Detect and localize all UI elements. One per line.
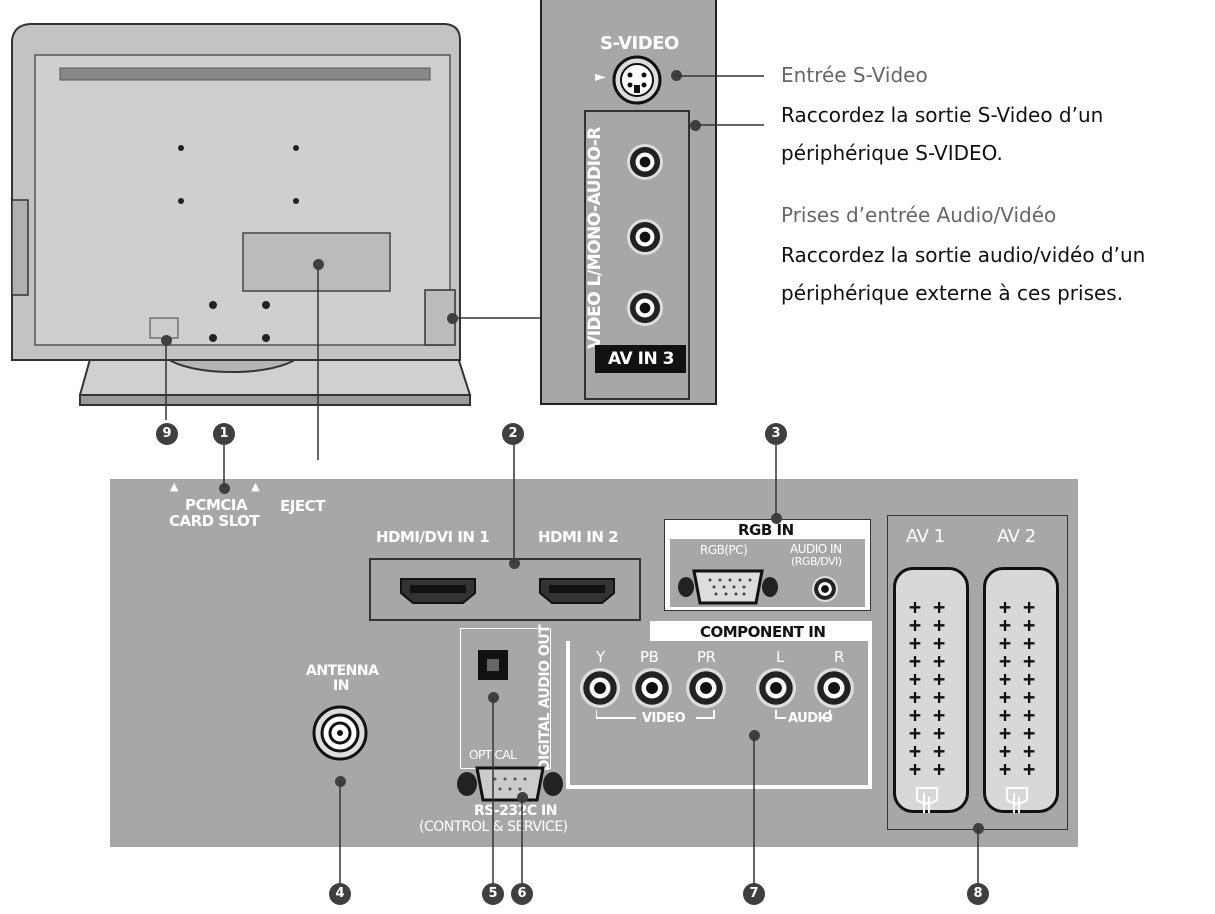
av1-scart-icon	[916, 787, 938, 813]
component-left-cover	[566, 621, 650, 641]
av2-scart-port[interactable]: + + + + + + + + + + + + + + + + + + + +	[983, 567, 1059, 813]
callout-3: 3	[765, 423, 787, 445]
av2-label: AV 2	[997, 526, 1036, 547]
card-slot-label: CARD SLOT	[169, 512, 260, 530]
av-desc-line1: Raccordez la sortie audio/vidéo d’un	[781, 243, 1146, 267]
pcmcia-dot	[219, 483, 230, 494]
component-pr-jack[interactable]	[686, 668, 726, 708]
svideo-desc-line1: Raccordez la sortie S-Video d’un	[781, 103, 1104, 127]
av-in-badge	[595, 345, 686, 373]
audio-l-jack[interactable]	[627, 219, 663, 255]
connector-dot	[313, 259, 324, 270]
av1-label: AV 1	[906, 526, 945, 547]
svideo-desc-line2: périphérique S-VIDEO.	[781, 141, 1003, 165]
antenna-port[interactable]	[312, 705, 368, 761]
audio-group-label: AUDIO	[788, 711, 833, 726]
rgb-pc-label: RGB(PC)	[700, 543, 748, 557]
pcmcia-arrows: ▲ ▲	[170, 480, 260, 493]
rgb-pc-port[interactable]	[676, 567, 780, 607]
component-group-brackets	[596, 710, 831, 719]
component-y-jack[interactable]	[580, 668, 620, 708]
video-jack[interactable]	[627, 290, 663, 326]
component-in-label: COMPONENT IN	[700, 623, 826, 641]
callout-2: 2	[502, 423, 524, 445]
component-pb-jack[interactable]	[632, 668, 672, 708]
audio-in-label: AUDIO IN	[790, 542, 842, 556]
callout-9: 9	[156, 423, 178, 445]
callout-6: 6	[511, 883, 533, 905]
antenna-label: ANTENNA	[306, 663, 379, 679]
side-panel-inner	[584, 110, 690, 400]
pb-label: PB	[640, 648, 659, 666]
y-label: Y	[596, 648, 605, 666]
antenna-in-label: IN	[333, 678, 349, 694]
hdmi2-port[interactable]	[537, 575, 617, 607]
connector-dot	[447, 313, 458, 324]
svideo-label: S-VIDEO	[600, 33, 679, 54]
av2-scart-icon	[1006, 787, 1028, 813]
tv-rear-illustration	[11, 23, 540, 460]
audio-in-jack[interactable]	[812, 576, 838, 602]
component-l-jack[interactable]	[756, 668, 796, 708]
av-dot	[690, 120, 701, 131]
av-desc-line2: périphérique externe à ces prises.	[781, 281, 1124, 305]
rgb-dot	[771, 513, 782, 524]
r-label: R	[834, 648, 844, 666]
audio-r-jack[interactable]	[627, 144, 663, 180]
eject-label: EJECT	[280, 497, 325, 515]
video-group-label: VIDEO	[642, 711, 686, 726]
hdmi2-label: HDMI IN 2	[538, 528, 619, 546]
l-label: L	[776, 648, 784, 666]
callout-5: 5	[482, 883, 504, 905]
side-leaders	[676, 75, 764, 126]
rgb-in-label: RGB IN	[738, 521, 794, 539]
audio-in-sub-label: (RGB/DVI)	[791, 555, 842, 568]
hdmi-dot	[509, 558, 520, 569]
scart-pins: + + + + + + + + + + + + + + + + + + + +	[999, 595, 1036, 781]
pr-label: PR	[697, 648, 716, 666]
callout-1: 1	[213, 423, 235, 445]
hdmi-box	[369, 558, 641, 621]
av1-scart-port[interactable]: + + + + + + + + + + + + + + + + + + + +	[893, 567, 969, 813]
av-title: Prises d’entrée Audio/Vidéo	[781, 203, 1057, 227]
rs232-label: RS-232C IN	[474, 803, 557, 819]
hdmi1-label: HDMI/DVI IN 1	[376, 528, 490, 546]
hdmi1-port[interactable]	[398, 575, 478, 607]
pcmcia-label: PCMCIA	[185, 496, 248, 514]
optical-port-inner	[487, 659, 499, 671]
scart-pins: + + + + + + + + + + + + + + + + + + + +	[909, 595, 946, 781]
svideo-title: Entrée S-Video	[781, 63, 928, 87]
callout-7: 7	[743, 883, 765, 905]
callout-8: 8	[967, 883, 989, 905]
connector-dot	[161, 335, 172, 346]
svideo-arrow-icon: ►	[595, 69, 606, 85]
component-r-jack[interactable]	[814, 668, 854, 708]
svideo-port	[612, 55, 662, 105]
component-inner	[570, 641, 868, 785]
av-in-badge-text: AV IN 3	[608, 349, 674, 369]
callout-4: 4	[329, 883, 351, 905]
